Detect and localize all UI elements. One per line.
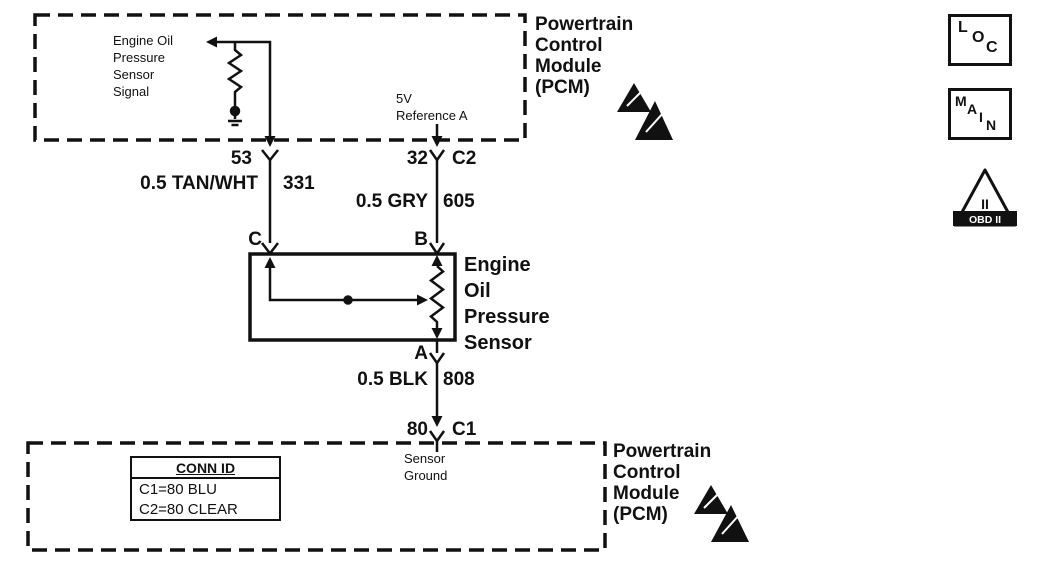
signal-label: Engine Oil Pressure Sensor Signal <box>113 33 173 99</box>
wiper-arrow-icon <box>417 294 428 306</box>
reference-5v-label: 5V Reference A <box>396 91 468 123</box>
pin-53-label: 53 <box>230 148 252 169</box>
main-letter-m: M <box>955 93 967 109</box>
wire-blk-label: 0.5 BLK <box>357 369 428 390</box>
connector-53-icon <box>261 149 279 161</box>
esd-warning-icon-top <box>617 83 673 140</box>
wire-gry-label: 0.5 GRY <box>355 191 428 212</box>
arrow-down-c2-icon <box>431 136 443 147</box>
terminal-b-icon <box>428 242 446 255</box>
conn-id-header: CONN ID <box>132 458 279 479</box>
arrow-left-icon <box>206 36 217 48</box>
main-letter-a: A <box>967 101 978 117</box>
wire-tan-wht-label: 0.5 TAN/WHT <box>140 173 258 194</box>
esd-warning-icon-bottom <box>694 485 749 542</box>
connector-c2-icon <box>428 149 446 161</box>
connector-c2-label: C2 <box>452 148 477 169</box>
ground-icon <box>228 115 242 127</box>
loc-symbol: L O C <box>948 14 1012 66</box>
pcm-top-title: Powertrain Control Module (PCM) <box>535 14 634 98</box>
sensor-box <box>248 252 457 342</box>
terminal-c-icon <box>261 242 279 255</box>
terminal-a-icon <box>428 352 446 364</box>
obd2-triangle-icon: II OBD II <box>953 168 1017 227</box>
obd2-inner-text: II <box>981 196 989 212</box>
arrow-down-c1-icon <box>431 416 443 427</box>
arrow-up-c-icon <box>264 257 276 268</box>
loc-letter-l: L <box>958 19 968 36</box>
connector-c1-label: C1 <box>452 419 477 440</box>
pcm-internal-resistor <box>226 42 244 106</box>
obd2-banner-text: OBD II <box>969 214 1001 226</box>
arrow-down-53-icon <box>264 136 276 147</box>
terminal-b-label: B <box>414 229 428 250</box>
ground-dot-icon <box>229 105 241 117</box>
sensor-potentiometer <box>428 265 446 328</box>
loc-letter-c: C <box>986 39 998 56</box>
conn-id-row-c1: C1=80 BLU <box>139 481 217 498</box>
circuit-605-label: 605 <box>443 191 475 212</box>
connector-c1-icon <box>428 430 446 442</box>
pin-32-label: 32 <box>406 148 428 169</box>
arrow-up-b-icon <box>431 255 443 266</box>
sensor-wiper-line <box>268 266 417 302</box>
pcm-top-box <box>33 13 527 142</box>
pin-80-label: 80 <box>406 419 428 440</box>
signal-wire <box>215 40 272 137</box>
conn-id-row-c2: C2=80 CLEAR <box>139 501 238 518</box>
arrow-down-a-icon <box>431 328 443 339</box>
main-letter-n: N <box>986 117 997 133</box>
sensor-ground-label: Sensor Ground <box>404 451 448 483</box>
conn-id-table: CONN ID C1=80 BLU C2=80 CLEAR <box>130 456 281 521</box>
sensor-title: Engine Oil Pressure Sensor <box>464 254 550 354</box>
wiper-junction-dot <box>343 295 353 305</box>
loc-letter-o: O <box>972 29 985 46</box>
circuit-808-label: 808 <box>443 369 475 390</box>
terminal-a-label: A <box>414 343 428 364</box>
main-letter-i: I <box>979 109 983 125</box>
terminal-c-label: C <box>248 229 262 250</box>
main-symbol: M A I N <box>948 88 1012 140</box>
pcm-bottom-box <box>26 441 607 552</box>
circuit-331-label: 331 <box>283 173 315 194</box>
pcm-bottom-title: Powertrain Control Module (PCM) <box>613 441 712 525</box>
